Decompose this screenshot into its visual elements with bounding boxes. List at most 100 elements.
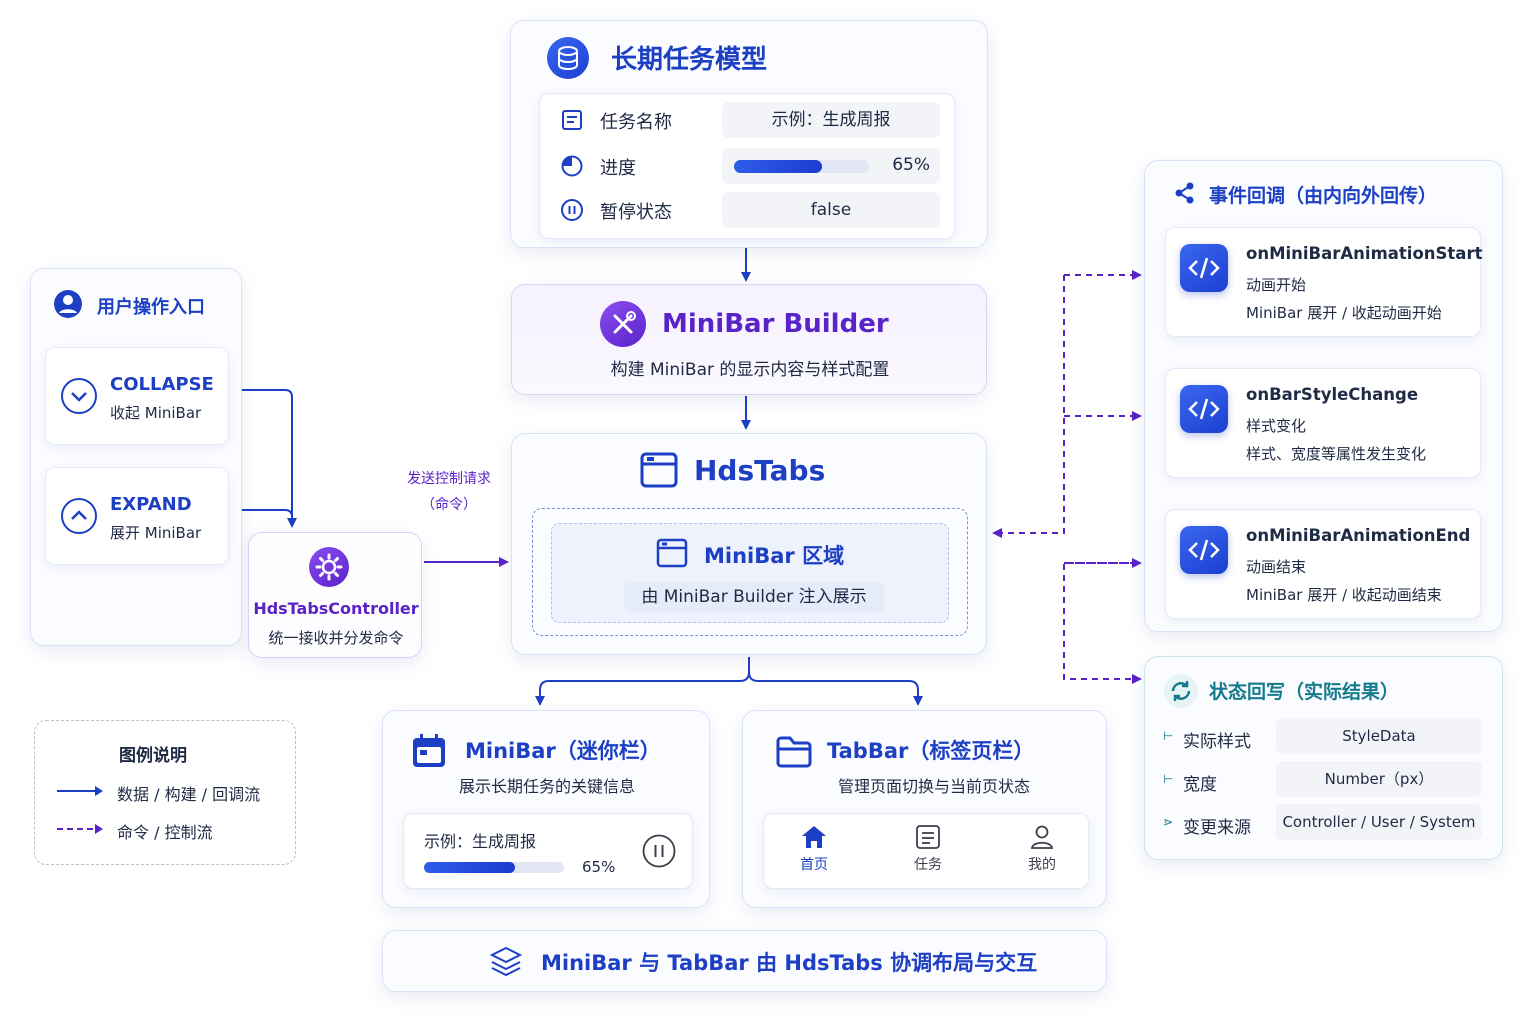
footer-text: MiniBar 与 TabBar 由 HdsTabs 协调布局与交互 [541,951,1038,975]
branch-icon: ⋗ [1163,815,1174,829]
field-value-name: 示例：生成周报 [722,102,940,138]
state-value-width: Number（px） [1276,761,1482,797]
window-icon [656,538,688,568]
user-icon [54,290,82,318]
controller-title: HdsTabsController [253,599,419,618]
database-icon [547,37,589,79]
minibar-preview[interactable]: 示例：生成周报 65% [403,813,693,889]
minibar-title: MiniBar（迷你栏） [465,739,661,763]
minibar-progress-fill [424,862,515,873]
collapse-title: COLLAPSE [110,374,214,395]
code-icon [1180,385,1228,433]
state-label-width: 宽度 [1183,775,1217,795]
field-value-progress: 65% [722,148,940,184]
tabbar-title: TabBar（标签页栏） [827,739,1035,763]
progress-text: 65% [892,155,930,175]
tabbar-card: TabBar（标签页栏） 管理页面切换与当前页状态 首页 任务 我的 [742,710,1107,908]
state-value-source: Controller / User / System [1276,804,1482,840]
arrow-hdstabs-split [535,657,750,706]
minibar-card: MiniBar（迷你栏） 展示长期任务的关键信息 示例：生成周报 65% [382,710,710,908]
event-name: onMiniBarAnimationStart [1246,244,1483,263]
minibar-region-desc: 由 MiniBar Builder 注入展示 [624,582,884,612]
user-entry-title: 用户操作入口 [97,297,205,318]
event-item: onMiniBarAnimationEnd 动画结束 MiniBar 展开 / … [1165,509,1481,619]
task-model-fields: 任务名称 示例：生成周报 进度 65% 暂停状态 false [539,93,955,239]
event-desc: MiniBar 展开 / 收起动画开始 [1246,304,1442,322]
progress-fill [734,160,822,173]
events-title: 事件回调（由内向外回传） [1209,185,1438,207]
document-icon [562,110,582,130]
event-cn: 样式变化 [1246,417,1307,435]
controller-desc: 统一接收并分发命令 [268,629,404,647]
dashed-event-bus [992,275,1065,538]
event-cn: 动画开始 [1246,276,1307,294]
event-name: onMiniBarAnimationEnd [1246,526,1471,545]
window-icon [640,452,678,488]
legend-title: 图例说明 [119,746,187,766]
event-name: onBarStyleChange [1246,385,1419,404]
expand-action[interactable]: EXPAND 展开 MiniBar [45,467,229,565]
tabbar-preview: 首页 任务 我的 [763,813,1089,889]
event-item: onMiniBarAnimationStart 动画开始 MiniBar 展开 … [1165,227,1483,337]
tab-home[interactable]: 首页 [774,820,854,884]
events-card: 事件回调（由内向外回传） onMiniBarAnimationStart 动画开… [1144,160,1503,632]
state-title: 状态回写（实际结果） [1209,681,1400,703]
tab-label: 首页 [800,857,828,873]
field-label-progress: 进度 [600,158,636,179]
folder-icon [776,736,812,768]
minibar-builder-desc: 构建 MiniBar 的显示内容与样式配置 [610,360,890,380]
hdstabs-card: HdsTabs MiniBar 区域 由 MiniBar Builder 注入展… [511,433,987,655]
legend-box: 图例说明 数据 / 构建 / 回调流 命令 / 控制流 [34,720,296,865]
progress-pie-icon [561,155,583,177]
home-icon [802,826,826,848]
hdstabs-title: HdsTabs [694,454,826,487]
chevron-up-icon [61,498,97,534]
event-cn: 动画结束 [1246,558,1307,576]
task-model-title: 长期任务模型 [611,45,768,75]
arrow-expand-to-controller [228,509,293,518]
code-icon [1180,526,1228,574]
arrow-collapse-to-controller [228,389,297,528]
tab-me[interactable]: 我的 [1002,820,1082,884]
minibar-builder-card: MiniBar Builder 构建 MiniBar 的显示内容与样式配置 [511,284,987,395]
send-command-sublabel: （命令） [421,497,477,513]
minibar-builder-title: MiniBar Builder [662,309,889,339]
tab-label: 任务 [914,857,942,873]
minibar-region-inner: MiniBar 区域 由 MiniBar Builder 注入展示 [551,523,949,623]
minibar-desc: 展示长期任务的关键信息 [458,777,635,796]
share-icon [1175,182,1194,204]
chevron-down-icon [61,378,97,414]
state-value-style: StyleData [1276,718,1482,754]
field-label-paused: 暂停状态 [600,202,672,223]
minibar-region: MiniBar 区域 由 MiniBar Builder 注入展示 [532,508,968,636]
expand-title: EXPAND [110,494,192,515]
field-value-paused: false [722,192,940,228]
dash-icon: ⊢ [1163,729,1174,743]
legend-solid-label: 数据 / 构建 / 回调流 [117,785,261,804]
tabbar-desc: 管理页面切换与当前页状态 [837,777,1030,796]
state-label-source: 变更来源 [1183,818,1251,838]
user-entry-card: 用户操作入口 COLLAPSE 收起 MiniBar EXPAND 展开 Min… [30,268,242,646]
task-model-card: 长期任务模型 任务名称 示例：生成周报 进度 65% 暂停状态 false [510,20,988,248]
dash-icon: ⊢ [1163,772,1174,786]
collapse-action[interactable]: COLLAPSE 收起 MiniBar [45,347,229,445]
event-desc: MiniBar 展开 / 收起动画结束 [1246,586,1442,604]
footer-banner: MiniBar 与 TabBar 由 HdsTabs 协调布局与交互 [382,930,1107,992]
pause-button-icon[interactable] [642,834,676,868]
gear-icon [309,547,349,587]
state-card: 状态回写（实际结果） ⊢ 实际样式 StyleData ⊢ 宽度 Number（… [1144,656,1503,860]
collapse-desc: 收起 MiniBar [110,404,202,422]
state-label-style: 实际样式 [1183,732,1251,752]
progress-track [734,160,869,173]
tab-tasks[interactable]: 任务 [888,820,968,884]
pause-icon [561,199,583,221]
event-desc: 样式、宽度等属性发生变化 [1246,445,1427,463]
sync-icon [1164,674,1198,708]
legend-solid-arrow [57,786,103,796]
list-icon [916,825,940,849]
legend-dashed-arrow [57,824,103,834]
controller-card: HdsTabsController 统一接收并分发命令 [248,532,422,658]
code-icon [1180,244,1228,292]
send-command-label: 发送控制请求 [407,471,491,487]
event-item: onBarStyleChange 样式变化 样式、宽度等属性发生变化 [1165,368,1481,478]
